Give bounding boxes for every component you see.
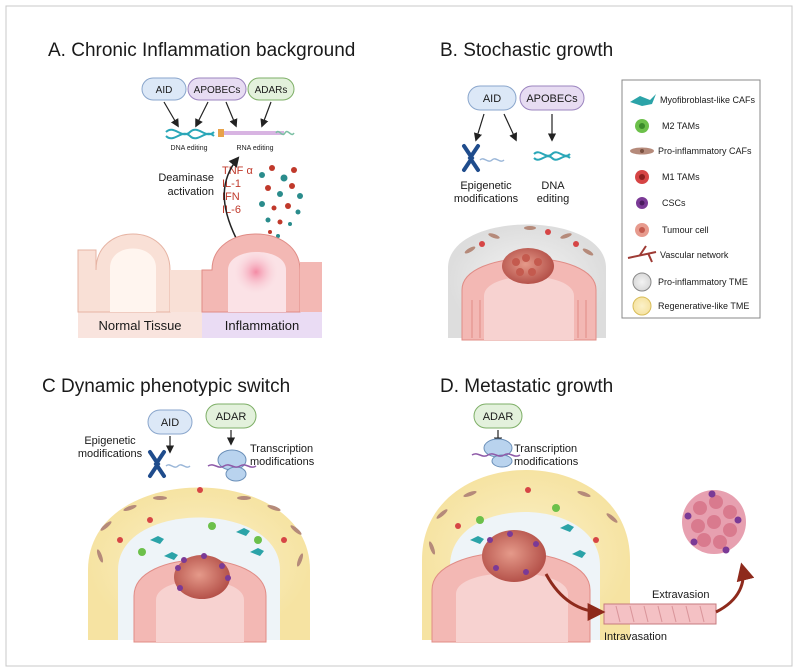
enzyme-pill-adar-d	[473, 403, 523, 429]
legend-label-3: M1 TAMs	[662, 172, 700, 182]
cytokine-tnf: TNF α	[222, 165, 253, 177]
rna-editing-label: RNA editing	[237, 145, 274, 152]
enzyme-pill-apobecs-b	[519, 85, 585, 111]
proinflammatory-tme-icon	[632, 272, 652, 292]
legend-label-6: Vascular network	[660, 250, 729, 260]
panel-d-title: D. Metastatic growth	[440, 376, 613, 397]
tumour-cell-icon	[635, 223, 649, 237]
dna-editing-label: DNA editing	[171, 145, 208, 152]
deaminase-label-line1: Deaminase	[158, 172, 214, 184]
villus-c-core	[156, 580, 244, 642]
panel-a: A. Chronic Inflammation background AID A…	[48, 40, 355, 338]
vascular-network-icon	[627, 245, 657, 263]
enzyme-pill-adars	[247, 77, 295, 101]
figure-border	[5, 5, 793, 667]
panel-b-title: B. Stochastic growth	[440, 40, 613, 61]
villus-b-core	[484, 276, 574, 340]
cytokine-ifn: IFN	[222, 191, 240, 203]
enzyme-label-aid-b: AID	[483, 93, 501, 105]
panel-b: B. Stochastic growth AID APOBECs Epigene…	[440, 40, 613, 341]
transcription-label-d-line2: modifications	[514, 456, 579, 468]
panel-c-title: C Dynamic phenotypic switch	[42, 376, 290, 397]
myofibroblast-caf-icon	[630, 94, 656, 106]
chromosome-icon	[462, 144, 505, 172]
cscs-d	[487, 531, 539, 575]
csc-icon	[636, 197, 648, 209]
epigenetic-label-b-line1: Epigenetic	[460, 180, 512, 192]
extravasation-arrow	[715, 562, 755, 614]
enzyme-pill-aid	[141, 77, 187, 101]
enzyme-pill-aid-c	[147, 409, 193, 435]
normal-villus-core	[110, 248, 156, 312]
rna-strand-icon	[218, 129, 295, 137]
legend-label-0: Myofibroblast-like CAFs	[660, 95, 756, 105]
transcription-label-c-line1: Transcription	[250, 443, 313, 455]
dna-label-b-line2: editing	[537, 193, 569, 205]
chromosome-icon-c	[148, 450, 191, 478]
dna-helix-icon	[165, 128, 215, 140]
legend-label-2: Pro-inflammatory CAFs	[658, 146, 752, 156]
villus-b-cells	[471, 300, 587, 338]
blood-vessel	[603, 603, 717, 625]
normal-tissue-base	[78, 312, 202, 338]
regenerative-tme-icon	[632, 296, 652, 316]
enzyme-label-apobecs: APOBECs	[194, 85, 241, 96]
panel-c: C Dynamic phenotypic switch AID ADAR Epi…	[42, 376, 315, 643]
dna-label-b-line1: DNA	[541, 180, 565, 192]
panel-d: D. Metastatic growth ADAR Transcription …	[422, 376, 755, 643]
legend-label-5: Tumour cell	[662, 225, 709, 235]
legend-label-8: Regenerative-like TME	[658, 301, 749, 311]
inflammation-base	[202, 312, 322, 338]
villus-d-core	[456, 573, 568, 642]
enzyme-pill-adar-c	[205, 403, 257, 429]
enzyme-pill-apobecs	[187, 77, 247, 101]
metastatic-cluster	[682, 490, 746, 554]
inflammation-focus	[234, 250, 278, 294]
legend: Myofibroblast-like CAFs M2 TAMs Pro-infl…	[621, 79, 761, 319]
cscs-c	[175, 553, 231, 591]
dna-helix-icon-b	[533, 151, 571, 161]
tumour-cells-b	[512, 254, 542, 276]
cytokine-particles	[259, 165, 303, 238]
deaminase-label-line2: activation	[168, 186, 214, 198]
enzyme-label-apobecs-b: APOBECs	[526, 93, 578, 105]
panel-a-title: A. Chronic Inflammation background	[48, 40, 355, 61]
intravasation-label: Intravasation	[604, 631, 667, 643]
inflammation-label: Inflammation	[225, 318, 299, 333]
epigenetic-label-b-line2: modifications	[454, 193, 519, 205]
transcription-label-d-line1: Transcription	[514, 443, 577, 455]
normal-tissue-label: Normal Tissue	[98, 318, 181, 333]
epigenetic-label-c-line2: modifications	[78, 448, 143, 460]
proinflammatory-caf-icon	[630, 147, 654, 155]
cafs-b	[464, 226, 594, 256]
tumour-mass-b	[502, 248, 554, 284]
m1-tam-icon	[635, 170, 649, 184]
m2-tam-icon	[635, 119, 649, 133]
tme-cells-c	[96, 487, 304, 567]
transcription-label-c-line2: modifications	[250, 456, 315, 468]
enzyme-label-adars: ADARs	[255, 85, 288, 96]
ribosome-icon-c	[207, 449, 257, 482]
enzyme-label-aid: AID	[156, 85, 173, 96]
ribosome-icon-d	[471, 438, 521, 468]
enzyme-label-adar-d: ADAR	[483, 411, 514, 423]
enzyme-label-aid-c: AID	[161, 417, 179, 429]
legend-label-1: M2 TAMs	[662, 121, 700, 131]
epigenetic-label-c-line1: Epigenetic	[84, 435, 136, 447]
legend-label-4: CSCs	[662, 198, 686, 208]
enzyme-pill-aid-b	[467, 85, 517, 111]
legend-label-7: Pro-inflammatory TME	[658, 277, 748, 287]
enzyme-label-adar-c: ADAR	[216, 411, 247, 423]
tme-cells-d	[428, 487, 618, 558]
extravasation-label: Extravasion	[652, 589, 709, 601]
intravasation-arrow	[544, 573, 606, 621]
deaminase-arrow	[223, 156, 240, 239]
tumour-mass-c	[174, 555, 230, 599]
